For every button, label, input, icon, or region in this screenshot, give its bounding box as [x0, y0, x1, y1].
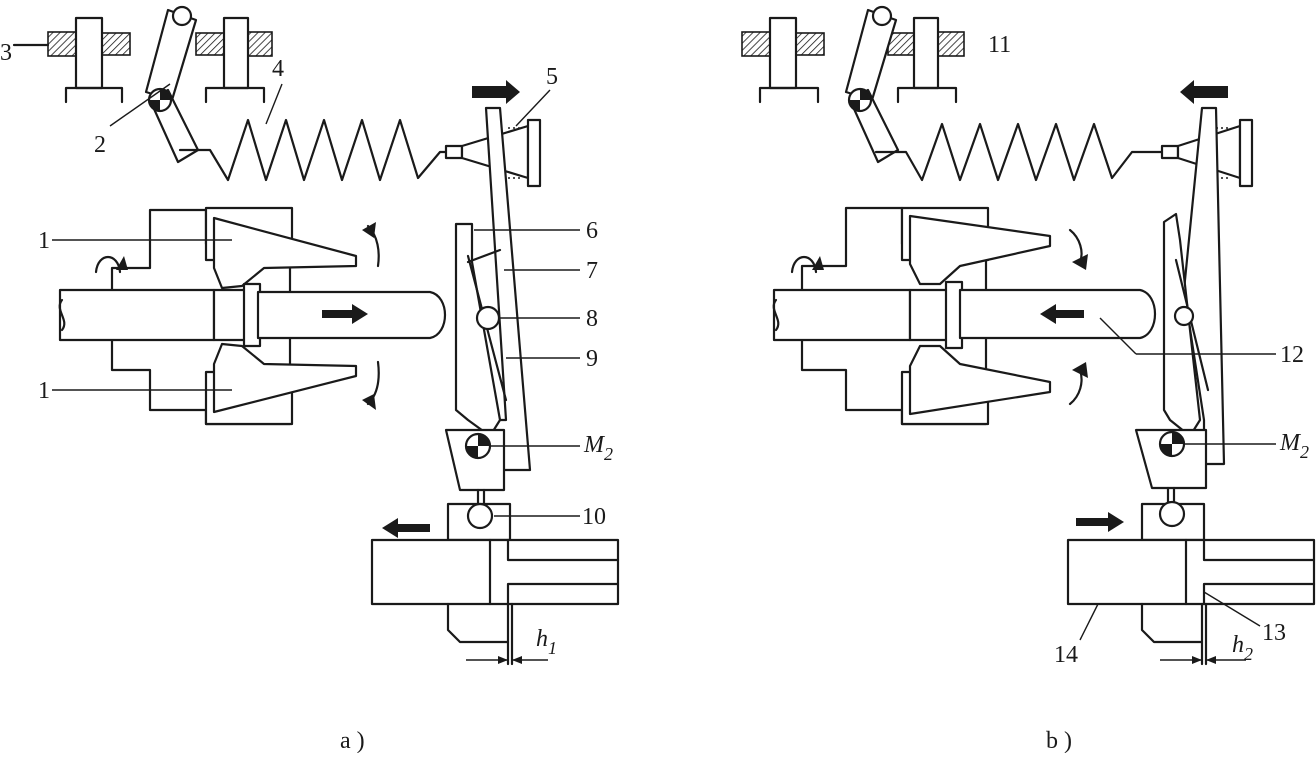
label-13: 13	[1262, 620, 1286, 646]
latch-body-a	[454, 222, 502, 438]
label-2: 2	[94, 132, 106, 158]
label-6: 6	[586, 218, 598, 244]
governor-a	[58, 206, 446, 426]
label-5: 5	[546, 64, 558, 90]
leaders-a	[52, 83, 580, 517]
label-8: 8	[586, 306, 598, 332]
valve-body-b	[1066, 500, 1316, 666]
label-14: 14	[1054, 642, 1078, 668]
latch-stop-a	[466, 248, 502, 264]
label-m2-b: M2	[1279, 430, 1309, 462]
label-11: 11	[988, 32, 1011, 58]
latch-pin-a	[475, 305, 501, 331]
label-10: 10	[582, 504, 606, 530]
label-4: 4	[272, 56, 284, 82]
label-1-top: 1	[38, 228, 50, 254]
label-h1: h1	[536, 626, 557, 658]
tension-spring-b	[874, 122, 1164, 182]
label-1-bottom: 1	[38, 378, 50, 404]
trip-lever-b	[844, 5, 900, 164]
panel-b: 11 12 M2 13 14 h2 b )	[741, 5, 1316, 754]
latch-pin-b	[1173, 305, 1195, 327]
adjust-screw-left-a	[12, 16, 131, 104]
pivot-m2-a	[444, 428, 506, 506]
adjust-screw-left-b	[741, 16, 825, 104]
adjust-screw-right-b	[887, 16, 965, 104]
valve-body-a	[370, 502, 620, 666]
caption-b: b )	[1046, 728, 1072, 753]
label-h2: h2	[1232, 632, 1253, 664]
label-m2-a: M2	[583, 432, 613, 464]
label-12: 12	[1280, 342, 1304, 368]
panel-a: 3 2 4 5 1 1 6 7 8 9 M2 10 h1 a )	[0, 5, 620, 754]
pivot-m2-b	[1134, 428, 1208, 506]
tension-spring-a	[178, 118, 480, 182]
latch-spring-b	[1174, 258, 1210, 392]
governor-b	[772, 206, 1156, 426]
adjust-screw-right-a	[195, 16, 273, 104]
label-7: 7	[586, 258, 598, 284]
trip-lever-a	[144, 5, 200, 164]
spring-bracket-b	[1160, 80, 1254, 188]
caption-a: a )	[340, 728, 365, 753]
label-9: 9	[586, 346, 598, 372]
leaders-b	[1079, 317, 1276, 641]
label-3: 3	[0, 40, 12, 66]
